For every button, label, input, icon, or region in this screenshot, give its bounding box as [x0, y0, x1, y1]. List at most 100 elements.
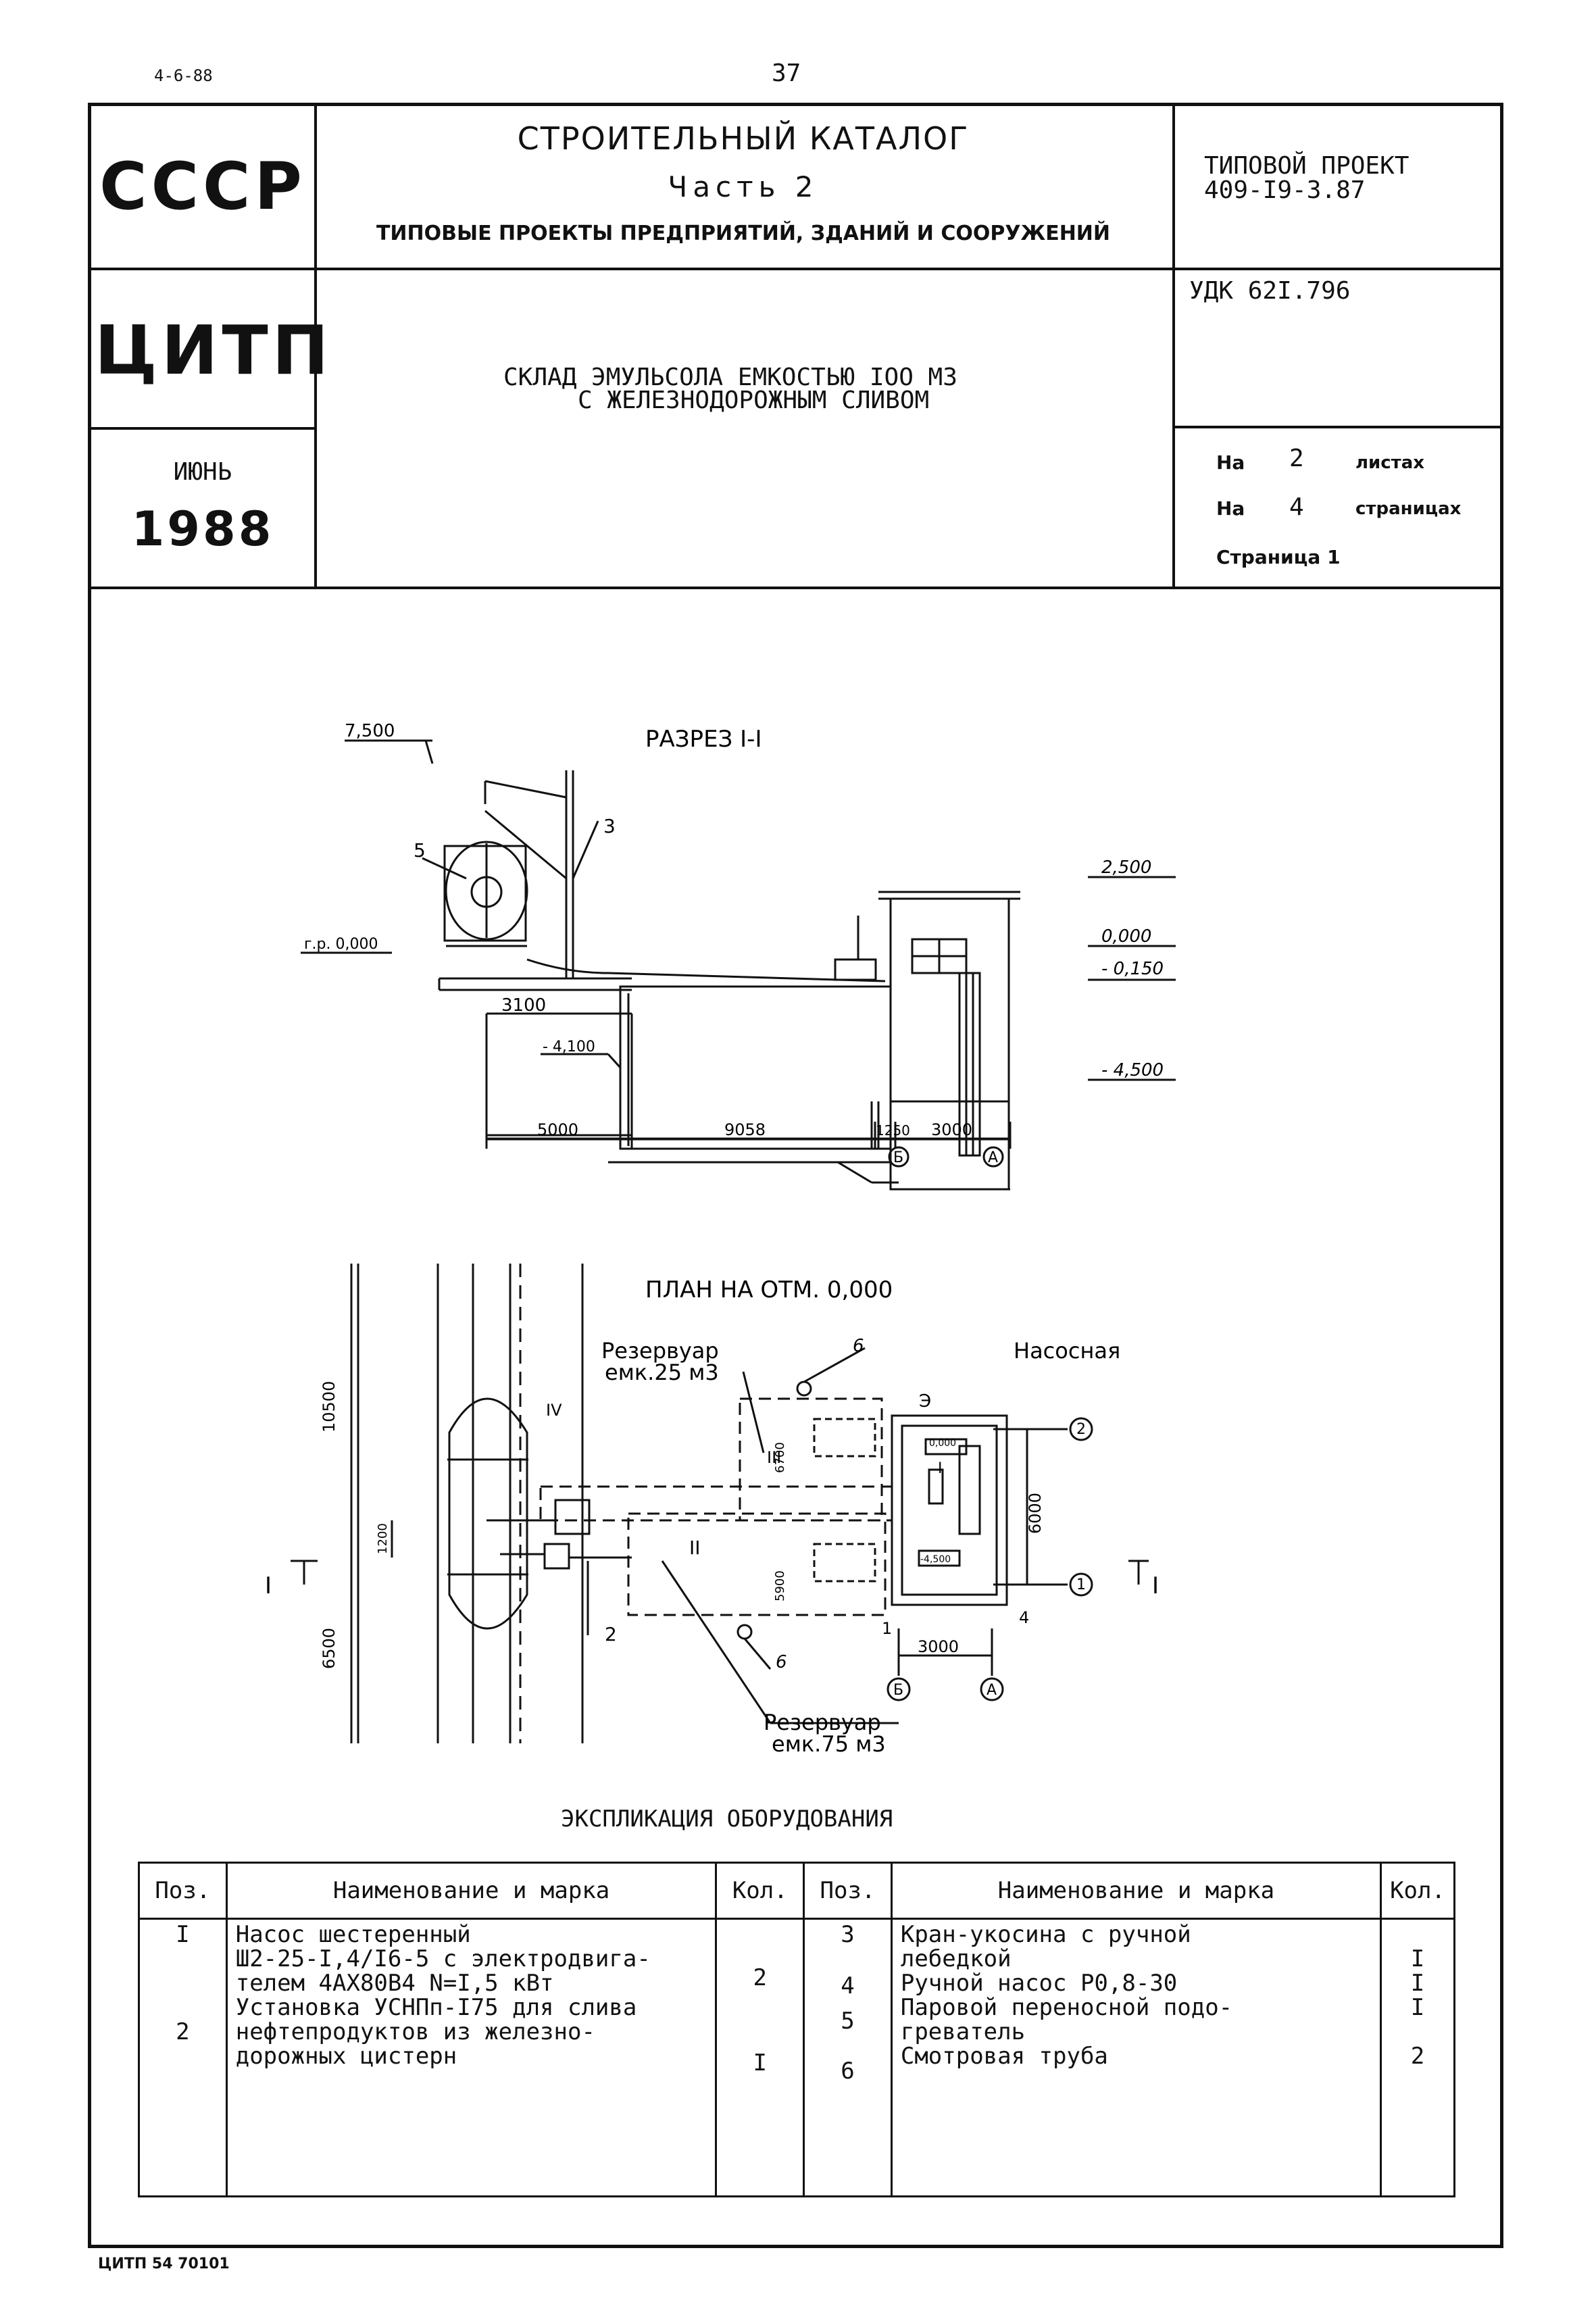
grid-line — [1172, 103, 1175, 588]
section-axis-a: А — [988, 1149, 998, 1166]
header-pos: Поз. — [138, 1862, 228, 1920]
row5-name-line1: Паровой переносной подо- — [900, 1994, 1233, 2021]
plan-axis-2: 2 — [1076, 1421, 1086, 1438]
org-name: ЦИТП — [95, 311, 333, 390]
plan-roman-i: I — [938, 1460, 943, 1477]
issue-year: 1988 — [131, 501, 274, 557]
dim-5000: 5000 — [537, 1120, 578, 1139]
drawing-labels: РАЗРЕЗ I-I 7,500 2,500 0,000 - 0,150 - 4… — [265, 721, 1164, 1757]
elevation-zero: 0,000 — [1101, 926, 1151, 947]
row5-qty: I — [1410, 1994, 1425, 2021]
row3-pos: 3 — [841, 1921, 855, 1948]
tank25-label-line2: емк.25 м3 — [605, 1360, 719, 1385]
header-pos2: Поз. — [803, 1862, 893, 1920]
pages-prefix: На — [1216, 497, 1245, 520]
plan-elevation-0000: 0,000 — [929, 1438, 956, 1449]
section-title: РАЗРЕЗ I-I — [645, 726, 762, 753]
plan-drawing — [291, 1264, 1149, 1743]
issue-month: ИЮНЬ — [173, 458, 232, 486]
row3-name-line1: Кран-укосина с ручной — [900, 1921, 1191, 1948]
page-number: 37 — [772, 59, 801, 87]
row4-qty: I — [1410, 1970, 1425, 1997]
org-short: СССР — [99, 149, 306, 224]
document-title-line1: СКЛАД ЭМУЛЬСОЛА ЕМКОСТЬЮ IOO M3 — [503, 364, 957, 391]
plan-dim-1200: 1200 — [376, 1523, 390, 1554]
pages-label: страницах — [1355, 499, 1462, 519]
dim-1250: 1250 — [876, 1122, 910, 1139]
pump-station-label: Насосная — [1014, 1338, 1120, 1364]
plan-axis-b: Б — [893, 1682, 903, 1699]
grid-line — [88, 427, 314, 430]
dim-3100: 3100 — [501, 995, 546, 1016]
pages-count: 4 — [1289, 493, 1304, 521]
row1-name-line1: Насос шестеренный — [235, 1921, 471, 1948]
tank75-label-line1: Резервуар — [764, 1710, 881, 1735]
plan-cut-right: I — [1152, 1572, 1159, 1599]
table-row: I 2 Насос шестеренный Ш2-25-I,4/I6-5 с э… — [138, 1918, 1455, 2197]
row2-pos: 2 — [176, 2018, 190, 2045]
page-label: Страница 1 — [1216, 546, 1341, 568]
header-qty2: Кол. — [1380, 1862, 1455, 1920]
row3-name-line2: лебедкой — [900, 1945, 1012, 1972]
section-pos3: 3 — [603, 815, 616, 837]
dim-3000: 3000 — [931, 1120, 972, 1139]
section-pos5: 5 — [414, 839, 426, 862]
grid-line — [88, 268, 1503, 270]
tank75-label-line2: емк.75 м3 — [772, 1731, 886, 1757]
table-header-row: Поз. Наименование и марка Кол. Поз. Наим… — [138, 1862, 1455, 1920]
plan-roman-iii: III — [767, 1448, 781, 1467]
plan-dim-3000: 3000 — [918, 1637, 959, 1656]
elevation-minus015: - 0,150 — [1101, 959, 1164, 979]
row5-name-line2: греватель — [900, 2018, 1026, 2045]
plan-dim-10500: 10500 — [320, 1381, 339, 1433]
row6-qty: 2 — [1410, 2043, 1425, 2070]
grid-line — [1172, 426, 1503, 428]
plan-pos4: 4 — [1019, 1608, 1029, 1627]
section-axis-b: Б — [893, 1149, 903, 1166]
elevation-top: 7,500 — [345, 721, 395, 741]
row2-name-line2: нефтепродуктов из железно- — [235, 2018, 595, 2045]
elevation-roof: 2,500 — [1101, 857, 1151, 878]
plan-axis-1: 1 — [1076, 1576, 1086, 1593]
row3-qty: I — [1410, 1945, 1425, 1972]
plan-axis-a: А — [987, 1682, 997, 1699]
doc-code: 4-6-88 — [154, 66, 213, 85]
plan-dim-5900: 5900 — [773, 1570, 787, 1601]
elevation-minus45: - 4,500 — [1101, 1060, 1164, 1080]
row2-qty: I — [753, 2049, 768, 2076]
plan-pos6-top: 6 — [853, 1336, 864, 1356]
row2-name-line3: дорожных цистерн — [235, 2043, 457, 2070]
header-qty: Кол. — [715, 1862, 805, 1920]
row4-name: Ручной насос Р0,8-30 — [900, 1970, 1178, 1997]
grid-line — [314, 103, 317, 588]
sheets-label: листах — [1355, 453, 1425, 473]
row1-pos: I — [176, 1921, 190, 1948]
plan-dim-6500: 6500 — [320, 1628, 339, 1669]
project-number: 409-I9-3.87 — [1204, 176, 1366, 204]
plan-pos1: 1 — [882, 1619, 892, 1638]
row1-qty: 2 — [753, 1964, 768, 1991]
header-name: Наименование и марка — [225, 1862, 718, 1920]
plan-elevation-m4500: -4,500 — [920, 1554, 951, 1565]
elevation-minus41: - 4,100 — [543, 1039, 595, 1055]
plan-dim-6700: 6700 — [773, 1442, 787, 1473]
tank25-label-line1: Резервуар — [601, 1338, 719, 1364]
row4-pos: 4 — [841, 1972, 855, 1999]
header-name2: Наименование и марка — [890, 1862, 1382, 1920]
plan-cut-left: I — [265, 1572, 272, 1599]
section-drawing — [301, 739, 1176, 1191]
sheet-frame — [88, 103, 1503, 2248]
catalog-part: Часть 2 — [668, 170, 819, 203]
sheets-count: 2 — [1289, 445, 1304, 472]
project-label: ТИПОВОЙ ПРОЕКТ — [1204, 152, 1410, 180]
ground-level-label: г.р. 0,000 — [304, 936, 378, 953]
equipment-table: Поз. Наименование и марка Кол. Поз. Наим… — [138, 1862, 1455, 2197]
row1-name-line3: телем 4АХ80В4 N=I,5 кВт — [235, 1970, 554, 1997]
document-title-line2: С ЖЕЛЕЗНОДОРОЖНЫМ СЛИВОМ — [578, 387, 930, 414]
row6-pos: 6 — [841, 2058, 855, 2085]
row1-name-line2: Ш2-25-I,4/I6-5 с электродвига- — [235, 1945, 651, 1972]
catalog-subtitle: ТИПОВЫЕ ПРОЕКТЫ ПРЕДПРИЯТИЙ, ЗДАНИЙ И СО… — [376, 222, 1111, 245]
equipment-title: ЭКСПЛИКАЦИЯ ОБОРУДОВАНИЯ — [561, 1806, 893, 1833]
footer-code: ЦИТП 54 70101 — [98, 2256, 230, 2272]
